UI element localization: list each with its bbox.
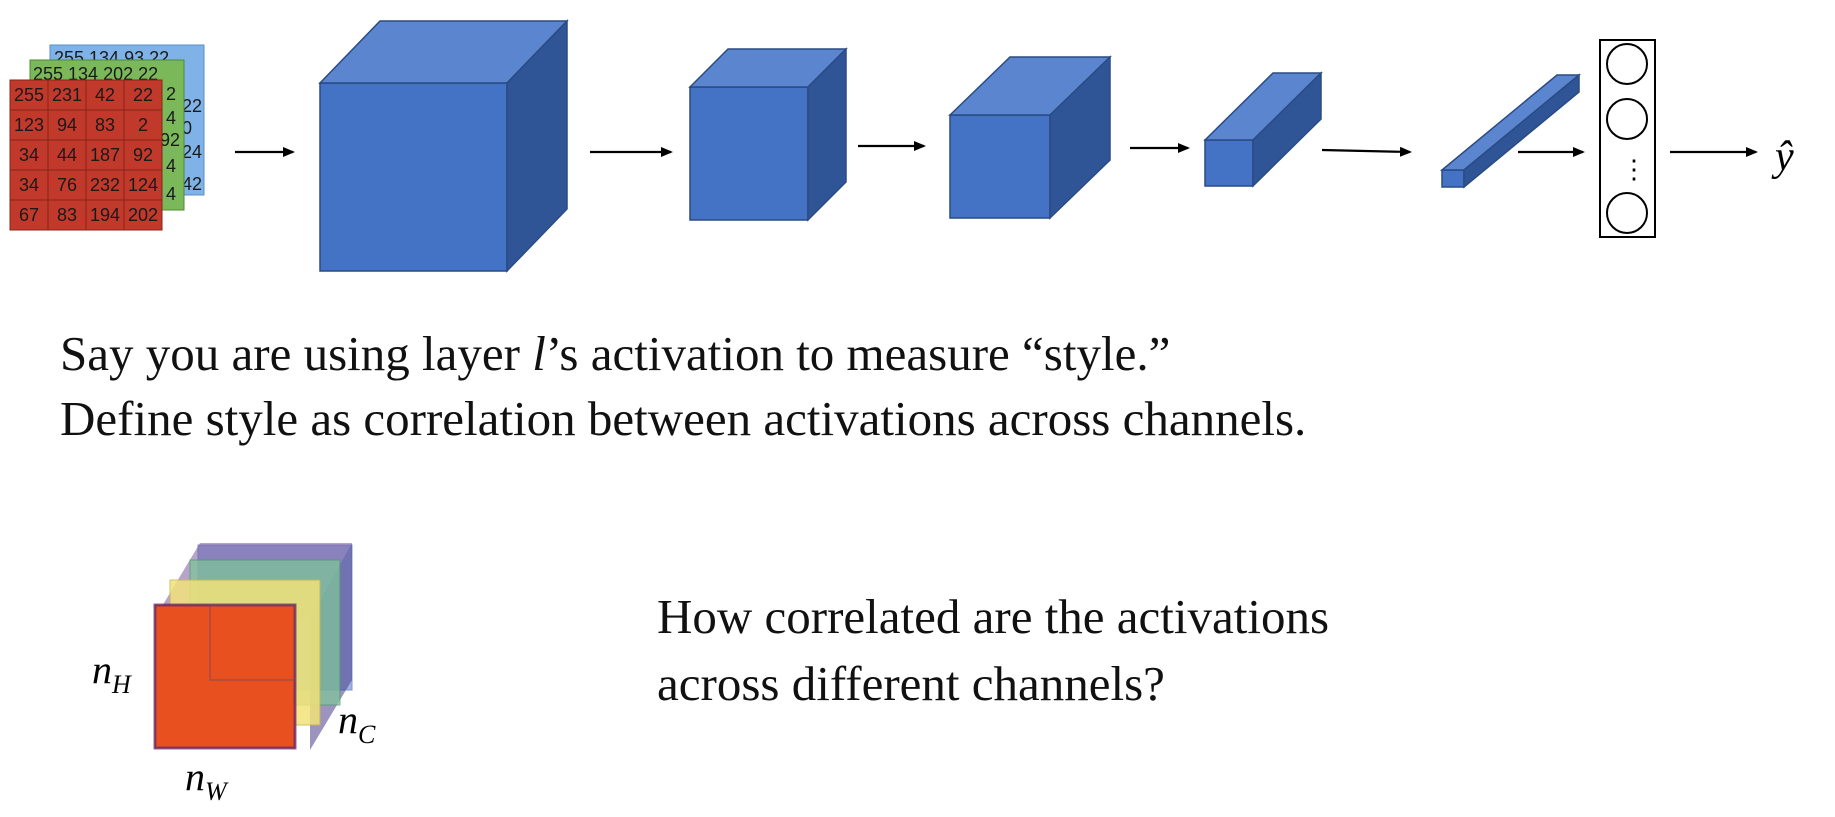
red-cell-value: 231 [52, 85, 82, 105]
question-line2: across different channels? [657, 656, 1165, 711]
red-cell-value: 42 [95, 85, 115, 105]
activation-volume: nH nW nC [92, 543, 376, 806]
red-cell-value: 22 [133, 85, 153, 105]
red-cell-value: 123 [14, 115, 44, 135]
conv-volume-2-front [689, 86, 809, 221]
conv-volume-3-side [1049, 55, 1111, 220]
blue-col-3: 42 [182, 174, 202, 194]
conv-volume-4 [1203, 71, 1323, 188]
red-cell-value: 124 [128, 175, 158, 195]
red-cell-value: 2 [138, 115, 148, 135]
conv-volume-5 [1439, 73, 1582, 189]
conv-volume-4-front [1204, 139, 1254, 187]
fc-ellipsis: ⋮ [1621, 155, 1647, 185]
conv-volume-3 [948, 55, 1112, 220]
fc-layer: ⋮ [1599, 39, 1656, 238]
flow-arrows [235, 141, 1758, 157]
red-cell-value: 83 [57, 205, 77, 225]
red-channel: 255 231 42 22 123 94 83 2 34 44 187 92 34 76 232 124 67 8… [9, 79, 163, 231]
red-cell-value: 94 [57, 115, 77, 135]
red-cell-value: 34 [19, 145, 39, 165]
fc-neuron-n [1606, 192, 1648, 234]
red-cell-value: 232 [90, 175, 120, 195]
fc-neuron-2 [1606, 98, 1648, 140]
red-cell-value: 67 [19, 205, 39, 225]
question-line1: How correlated are the activations [657, 589, 1330, 644]
arrow-conv4-to-conv5 [1321, 146, 1412, 157]
conv-volume-5-front [1441, 169, 1465, 188]
blue-col-2: 24 [182, 142, 202, 162]
green-col-2: 92 [160, 130, 180, 150]
fc-neuron-1 [1606, 43, 1648, 85]
conv-volume-5-side [1463, 73, 1580, 189]
red-cell-value: 187 [90, 145, 120, 165]
style-statement-line2: Define style as correlation between acti… [60, 391, 1307, 446]
red-cell-value: 34 [19, 175, 39, 195]
green-col-0: 2 [166, 84, 176, 104]
red-cell-value: 83 [95, 115, 115, 135]
green-col-4: 4 [166, 184, 176, 204]
conv-volume-1 [318, 19, 569, 273]
red-cell [123, 199, 163, 231]
red-cell-value: 202 [128, 205, 158, 225]
conv-volumes [318, 19, 1582, 273]
layer-variable: l [532, 326, 546, 381]
slice-red [153, 603, 297, 750]
label-n-c: nC [338, 697, 376, 749]
conv-volume-2-side [807, 47, 847, 222]
input-image-stack: 255 134 93 22 22 0 24 42 255 134 202 22 … [9, 44, 205, 231]
label-n-w: nW [185, 754, 229, 806]
green-col-1: 4 [166, 108, 176, 128]
label-n-h: nH [92, 647, 132, 699]
red-cell-value: 44 [57, 145, 77, 165]
blue-col-1: 0 [182, 118, 192, 138]
conv-volume-1-side [506, 19, 568, 273]
green-col-3: 4 [166, 156, 176, 176]
conv-volume-4-side [1252, 71, 1322, 188]
red-cell-value: 194 [90, 205, 120, 225]
conv-volume-5-top [1439, 74, 1582, 171]
red-cell-value: 255 [14, 85, 44, 105]
style-statement-line1: Say you are using layer l’s activation t… [60, 326, 1171, 381]
red-cell-value: 92 [133, 145, 153, 165]
green-top-row: 255 134 202 22 [33, 64, 158, 84]
conv-volume-1-front [319, 82, 508, 272]
conv-volume-3-front [949, 114, 1051, 219]
output-y-hat: ŷ [1771, 134, 1794, 180]
conv-volume-2 [688, 47, 848, 222]
blue-col-0: 22 [182, 96, 202, 116]
red-cell-value: 76 [57, 175, 77, 195]
